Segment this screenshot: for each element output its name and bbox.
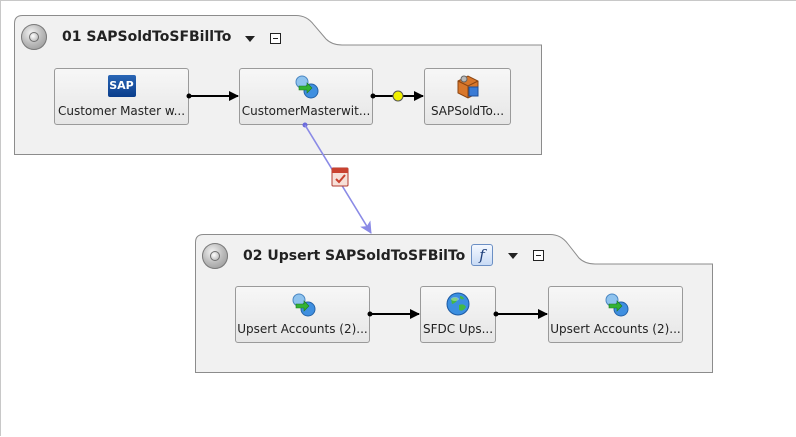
node-label: SAPSoldTo...	[430, 104, 505, 118]
operation-node[interactable]: SFDC Ups...	[420, 286, 496, 343]
transform-map-icon	[605, 293, 628, 317]
sap-logo-icon: SAP	[107, 75, 136, 97]
function-icon[interactable]: f	[471, 244, 493, 266]
operation-node[interactable]: Upsert Accounts (2)...	[548, 286, 683, 343]
collapse-button[interactable]	[270, 33, 281, 44]
operation-node[interactable]: SAPSoldTo...	[424, 68, 511, 125]
group-title: 01 SAPSoldToSFBillTo	[62, 29, 232, 45]
globe-icon	[446, 292, 470, 316]
gear-icon	[202, 243, 228, 269]
node-label: CustomerMasterwit...	[241, 104, 371, 118]
group-title: 02 Upsert SAPSoldToSFBilTo	[243, 248, 466, 264]
collapse-button[interactable]	[533, 250, 544, 261]
package-operation-icon	[457, 75, 478, 99]
gear-icon	[21, 24, 47, 50]
node-label: Upsert Accounts (2)...	[550, 322, 681, 336]
operation-node[interactable]: Upsert Accounts (2)...	[235, 286, 370, 343]
transform-map-icon	[292, 293, 315, 317]
chevron-down-icon[interactable]	[508, 253, 518, 259]
node-label: Customer Master w...	[57, 104, 186, 118]
chevron-down-icon[interactable]	[245, 36, 255, 42]
schedule-icon[interactable]	[331, 167, 349, 187]
operation-node[interactable]: CustomerMasterwit...	[239, 68, 373, 125]
node-label: SFDC Ups...	[422, 322, 494, 336]
node-label: Upsert Accounts (2)...	[237, 322, 368, 336]
transform-map-icon	[295, 75, 319, 99]
operation-node[interactable]: SAP Customer Master w...	[54, 68, 189, 125]
